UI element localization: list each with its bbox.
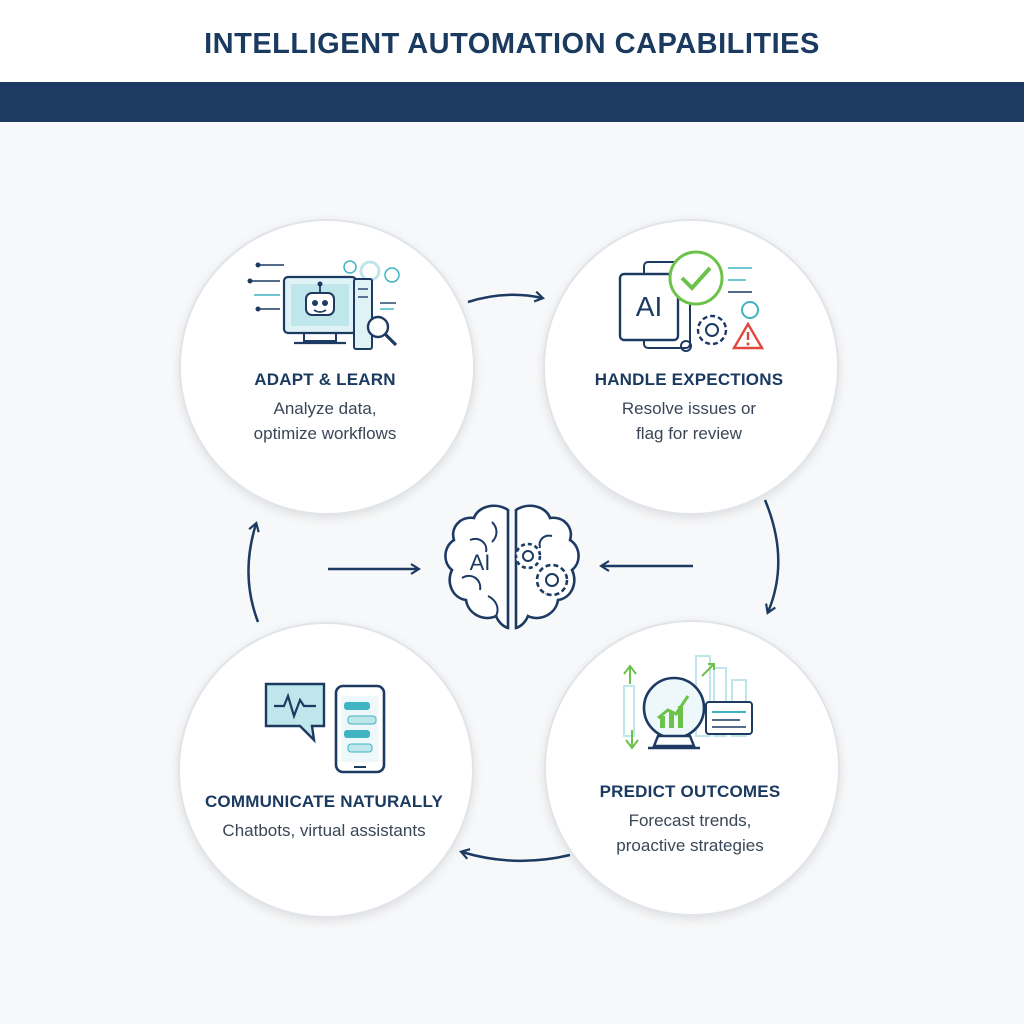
capability-heading: PREDICT OUTCOMES <box>599 782 781 801</box>
brain-ai-gears-icon: AI <box>444 504 580 630</box>
capability-desc-line1: Resolve issues or <box>621 399 757 418</box>
chat-phone-icon <box>264 682 386 774</box>
header-band <box>0 0 1024 82</box>
capability-circle-adapt-learn <box>179 219 475 515</box>
arrow-top <box>467 295 542 304</box>
header-bar <box>0 82 1024 122</box>
arrow-bottom <box>462 852 571 863</box>
capability-heading: HANDLE EXPECTIONS <box>594 370 784 389</box>
capability-desc-line1: Analyze data, <box>273 399 377 418</box>
capability-label-adapt-learn: ADAPT & LEARN Analyze data, optimize wor… <box>185 370 465 446</box>
robot-monitor-icon <box>247 260 400 350</box>
ai-badge-text: AI <box>636 291 662 322</box>
capability-desc-line2: proactive strategies <box>616 836 764 855</box>
arrow-right <box>763 499 780 612</box>
capability-heading: COMMUNICATE NATURALLY <box>204 792 444 811</box>
page-title: INTELLIGENT AUTOMATION CAPABILITIES <box>204 28 820 60</box>
capability-heading: ADAPT & LEARN <box>254 370 396 389</box>
center-ai-text: AI <box>470 550 491 575</box>
capability-desc-line2: flag for review <box>636 424 742 443</box>
ai-checkmark-gears-icon: AI <box>618 250 765 352</box>
capability-desc-line2: optimize workflows <box>253 424 397 443</box>
crystal-ball-chart-icon <box>623 655 753 750</box>
capability-label-handle-expections: HANDLE EXPECTIONS Resolve issues or flag… <box>549 370 829 446</box>
capability-circle-predict-outcomes <box>544 620 840 916</box>
capability-desc-line1: Chatbots, virtual assistants <box>222 821 426 840</box>
capability-label-communicate-naturally: COMMUNICATE NATURALLY Chatbots, virtual … <box>184 792 464 843</box>
capability-circle-communicate-naturally <box>178 622 474 918</box>
capability-desc-line1: Forecast trends, <box>628 811 752 830</box>
arrow-left <box>247 524 258 623</box>
capability-label-predict-outcomes: PREDICT OUTCOMES Forecast trends, proact… <box>550 782 830 858</box>
